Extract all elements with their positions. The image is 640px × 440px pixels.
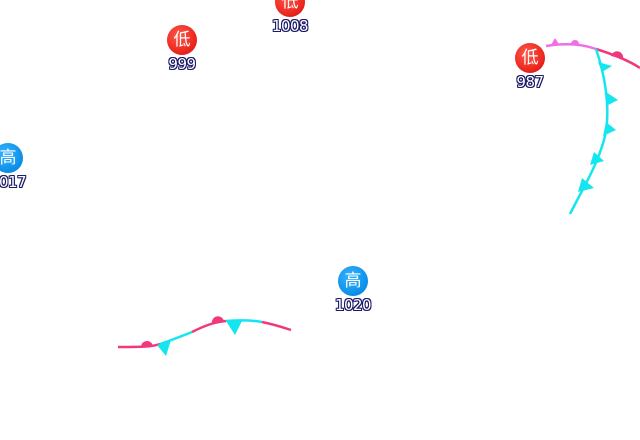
pressure-value: 1017 [0, 173, 27, 191]
high-pressure-center[interactable]: 高 1020 [323, 266, 383, 313]
high-pressure-icon: 高 [338, 266, 368, 296]
low-pressure-center[interactable]: 低 1008 [260, 0, 320, 34]
pressure-value: 1020 [334, 296, 372, 314]
cold-front [568, 48, 618, 215]
cold-front-triangle-icon [226, 321, 242, 335]
cold-front-triangle-icon [606, 92, 618, 106]
warm-front-semicircle-icon [211, 316, 224, 324]
cold-front-triangle-icon [598, 62, 612, 72]
pressure-value: 1008 [271, 17, 309, 35]
stationary-front [117, 316, 292, 356]
high-pressure-center[interactable]: 高 1017 [0, 143, 38, 190]
pressure-value: 999 [168, 55, 196, 73]
warm-front [595, 47, 640, 70]
cold-front-triangle-icon [578, 178, 594, 192]
low-pressure-center[interactable]: 低 999 [152, 25, 212, 72]
occluded-front-triangle-icon [551, 38, 559, 45]
pressure-value: 987 [516, 73, 544, 91]
occluded-front [545, 38, 597, 51]
occluded-front-semicircle-icon [571, 40, 579, 44]
cold-front-triangle-icon [157, 340, 171, 356]
cold-front-triangle-icon [590, 152, 604, 165]
low-pressure-center[interactable]: 低 987 [500, 43, 560, 90]
low-pressure-icon: 低 [515, 43, 545, 73]
warm-front-semicircle-icon [141, 341, 153, 347]
cold-front-triangle-icon [603, 122, 616, 136]
high-pressure-icon: 高 [0, 143, 23, 173]
low-pressure-icon: 低 [275, 0, 305, 17]
warm-front-semicircle-icon [611, 51, 624, 59]
low-pressure-icon: 低 [167, 25, 197, 55]
